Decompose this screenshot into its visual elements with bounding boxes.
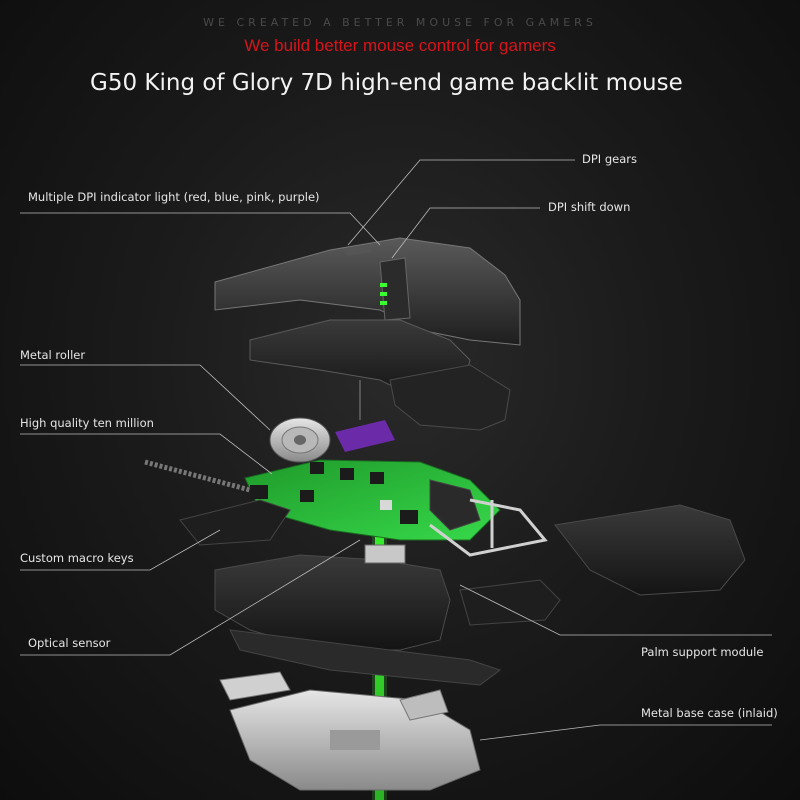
label-custom-macro-keys: Custom macro keys xyxy=(20,551,134,565)
subtitle: We build better mouse control for gamers xyxy=(244,36,556,55)
purple-accent xyxy=(335,420,395,452)
label-dpi-indicator: Multiple DPI indicator light (red, blue,… xyxy=(28,190,320,204)
label-dpi-gears: DPI gears xyxy=(582,152,637,166)
metal-frame xyxy=(429,498,548,557)
leader-lines xyxy=(20,159,772,741)
label-high-quality: High quality ten million xyxy=(20,416,154,430)
top-shell xyxy=(214,237,521,346)
label-dpi-shift-down: DPI shift down xyxy=(548,200,631,214)
macro-keys-piece xyxy=(179,499,291,546)
pcb-board xyxy=(244,459,501,541)
button-chassis xyxy=(249,319,511,431)
page-title: G50 King of Glory 7D high-end game backl… xyxy=(90,70,683,96)
label-optical-sensor: Optical sensor xyxy=(28,636,111,650)
label-metal-base: Metal base case (inlaid) xyxy=(641,706,778,720)
tagline: WE CREATED A BETTER MOUSE FOR GAMERS xyxy=(203,16,597,29)
metal-roller xyxy=(269,417,331,463)
cable xyxy=(144,459,251,493)
palm-support-module xyxy=(554,504,746,596)
metal-base-case xyxy=(219,671,481,791)
label-metal-roller: Metal roller xyxy=(20,348,86,362)
label-palm-support: Palm support module xyxy=(641,645,764,659)
bottom-shell xyxy=(214,544,502,686)
